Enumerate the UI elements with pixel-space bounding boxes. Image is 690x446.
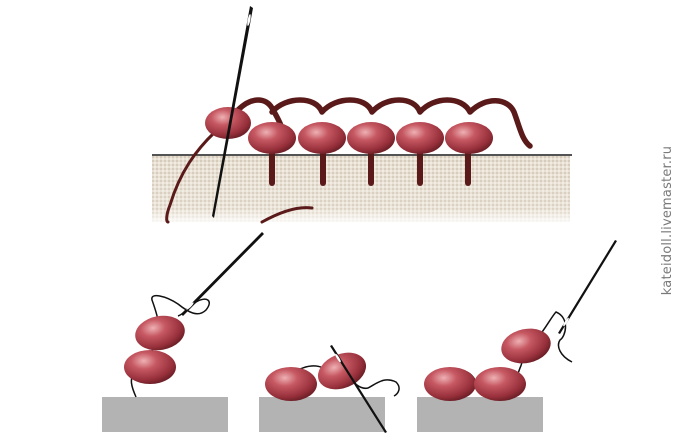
needle — [330, 345, 387, 433]
bead — [135, 315, 185, 351]
thread-loops — [235, 97, 533, 149]
bead — [501, 328, 551, 364]
step-2-panel — [259, 345, 400, 433]
fabric-block — [417, 397, 543, 432]
bead — [205, 107, 251, 139]
thread-under-fabric — [260, 206, 314, 224]
stitch-legs — [269, 147, 471, 186]
fabric-block — [102, 397, 228, 432]
top-panel — [152, 6, 572, 224]
watermark-text: kateidoll.livemaster.ru — [660, 145, 676, 295]
step-1-panel — [102, 232, 264, 432]
fabric-block — [259, 397, 385, 432]
bead — [265, 367, 317, 401]
needle — [181, 232, 264, 316]
bead — [124, 350, 176, 384]
bead — [248, 122, 296, 154]
bead — [347, 122, 395, 154]
step-3-panel — [417, 240, 617, 432]
bead-row-top — [205, 107, 493, 154]
bead — [474, 367, 526, 401]
needle-top — [212, 6, 253, 218]
bead — [424, 367, 476, 401]
bead — [445, 122, 493, 154]
needle — [558, 240, 617, 334]
bead — [396, 122, 444, 154]
watermark: kateidoll.livemaster.ru — [657, 10, 679, 430]
bead — [298, 122, 346, 154]
thread-tail — [165, 130, 217, 224]
